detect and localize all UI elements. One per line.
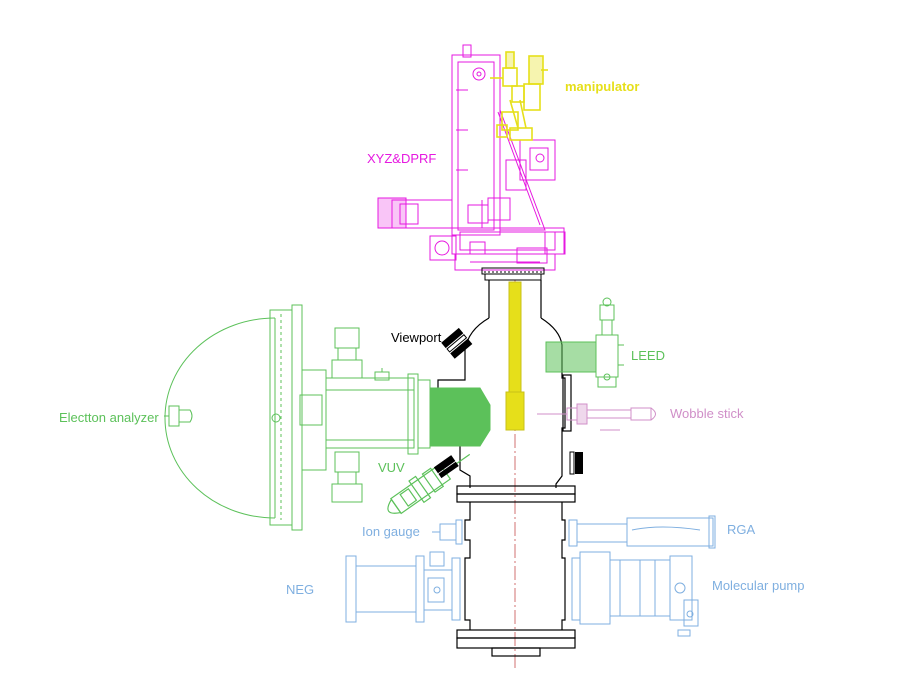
right-port (569, 451, 583, 475)
xyz-dprf-stage (377, 44, 566, 271)
label-leed: LEED (631, 348, 665, 363)
main-chamber (437, 280, 572, 488)
label-ion-gauge: Ion gauge (362, 524, 420, 539)
electron-analyzer (164, 304, 491, 531)
molecular-pump (571, 551, 699, 637)
label-neg: NEG (286, 582, 315, 597)
label-electron-analyzer: Electton analyzer (59, 410, 159, 425)
rga (568, 515, 716, 549)
viewport (441, 327, 473, 359)
label-manipulator: manipulator (565, 79, 640, 94)
label-xyz-dprf: XYZ&DPRF (367, 151, 437, 166)
label-viewport: Viewport (391, 330, 442, 345)
vacuum-accessories (345, 515, 716, 637)
vuv-lamp (387, 453, 471, 515)
sample-rod (505, 281, 525, 431)
label-vuv: VUV (378, 460, 405, 475)
label-wobble-stick: Wobble stick (670, 406, 744, 421)
neg (345, 551, 461, 623)
top-flange (481, 267, 545, 281)
label-rga: RGA (727, 522, 756, 537)
wobble-stick (537, 403, 656, 431)
manipulator (490, 51, 548, 141)
ion-gauge (439, 523, 457, 541)
lower-chamber (456, 485, 576, 657)
label-molecular-pump: Molecular pump (712, 578, 805, 593)
leed (545, 297, 624, 388)
